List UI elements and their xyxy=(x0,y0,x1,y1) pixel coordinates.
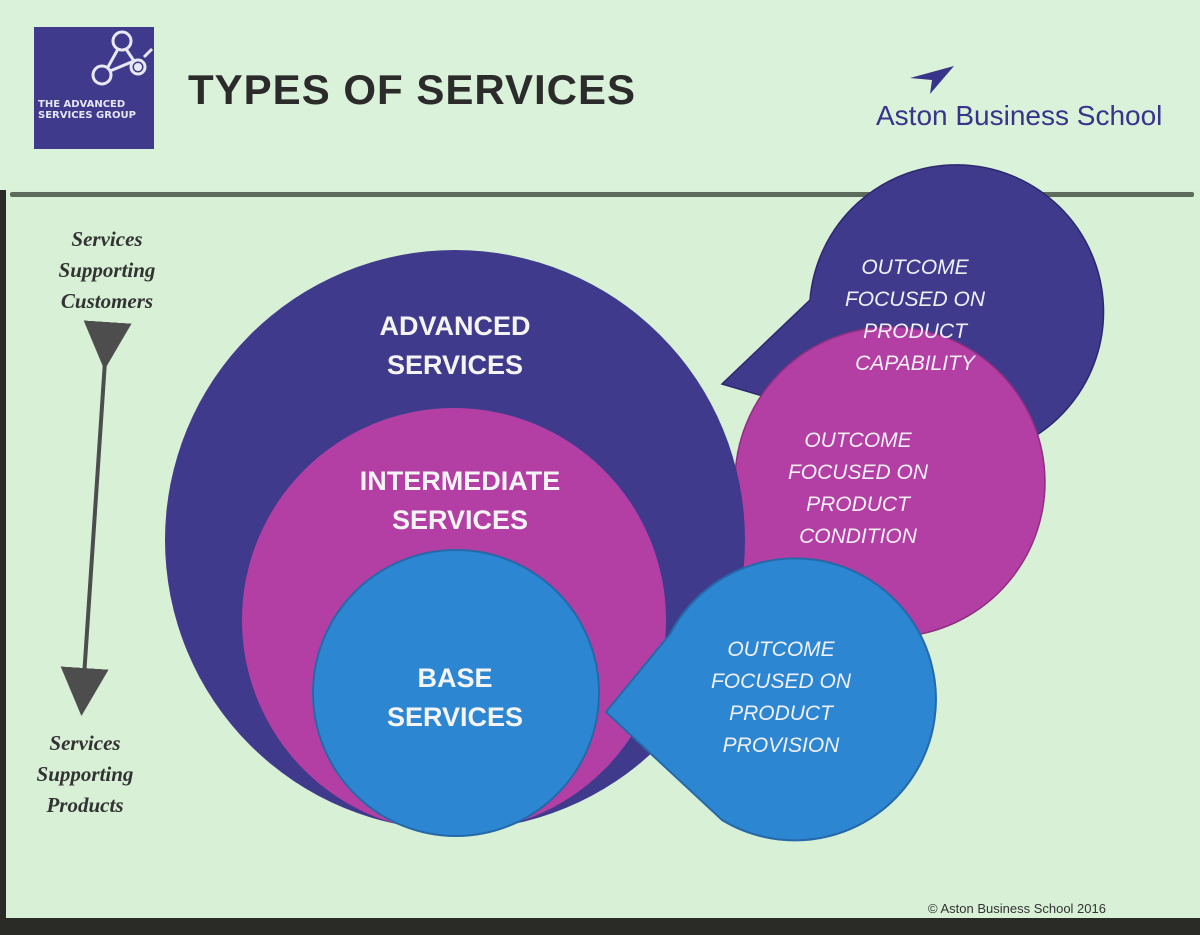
axis-double-arrow xyxy=(60,320,132,716)
header-divider xyxy=(10,192,1194,197)
axis-top-label: Services Supporting Customers xyxy=(58,227,156,313)
outcome-condition-label: OUTCOME FOCUSED ON PRODUCT CONDITION xyxy=(787,429,928,548)
outcome-provision-label: OUTCOME FOCUSED ON PRODUCT PROVISION xyxy=(710,638,851,757)
slide-title: TYPES OF SERVICES xyxy=(188,66,637,113)
slide-header xyxy=(0,0,1200,190)
copyright-text: © Aston Business School 2016 xyxy=(928,901,1106,916)
axis-bottom-label: Services Supporting Products xyxy=(36,731,134,817)
advanced-services-label: ADVANCED SERVICES xyxy=(379,311,531,380)
outcome-condition-shape xyxy=(660,326,1046,636)
network-nodes-icon xyxy=(91,30,154,86)
logo-text: The Advanced Services Group xyxy=(38,99,136,121)
intermediate-services-label: INTERMEDIATE SERVICES xyxy=(359,466,561,535)
outcome-capability-label: OUTCOME FOCUSED ON PRODUCT CAPABILITY xyxy=(844,256,985,375)
outcome-provision-shape xyxy=(604,557,937,842)
advanced-services-group-logo: The Advanced Services Group xyxy=(34,27,154,149)
base-services-label: BASE SERVICES xyxy=(386,663,524,732)
brand-name: Aston Business School xyxy=(876,100,1163,131)
base-services-circle xyxy=(312,549,600,837)
aston-logo-icon xyxy=(910,66,954,94)
